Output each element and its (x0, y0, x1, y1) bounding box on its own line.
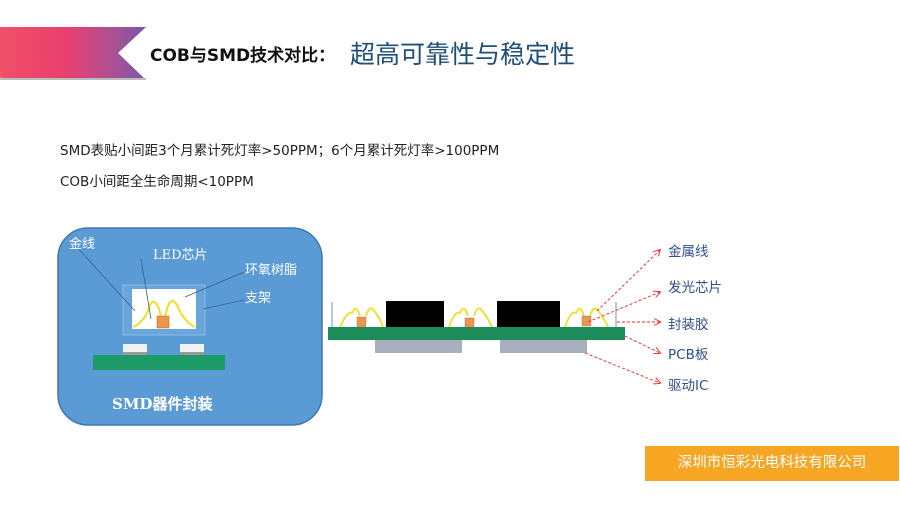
decorative-banner (0, 27, 146, 80)
label-driver-ic: 驱动IC (668, 378, 709, 394)
company-name-badge: 深圳市恒彩光电科技有限公司 (645, 446, 899, 481)
label-epoxy: 环氧树脂 (245, 263, 298, 278)
label-pcb-board: PCB板 (668, 347, 709, 363)
label-light-chip: 发光芯片 (668, 280, 722, 296)
smd-caption: SMD器件封装 (112, 395, 213, 413)
smd-package-diagram: 金线 LED芯片 环氧树脂 支架 SMD器件封装 (57, 227, 323, 426)
page-title-prefix: COB与SMD技术对比： (150, 46, 336, 66)
label-bracket: 支架 (245, 291, 272, 306)
label-gold-wire: 金线 (69, 237, 96, 252)
label-encapsulant: 封装胶 (668, 317, 709, 333)
label-led-chip: LED芯片 (153, 248, 208, 263)
page-title: 超高可靠性与稳定性 (350, 40, 576, 69)
smd-illustration (57, 227, 323, 426)
label-metal-wire: 金属线 (668, 244, 709, 260)
smd-failure-rate-text: SMD表贴小间距3个月累计死灯率>50PPM；6个月累计死灯率>100PPM (60, 143, 500, 159)
cob-failure-rate-text: COB小间距全生命周期<10PPM (60, 174, 254, 190)
